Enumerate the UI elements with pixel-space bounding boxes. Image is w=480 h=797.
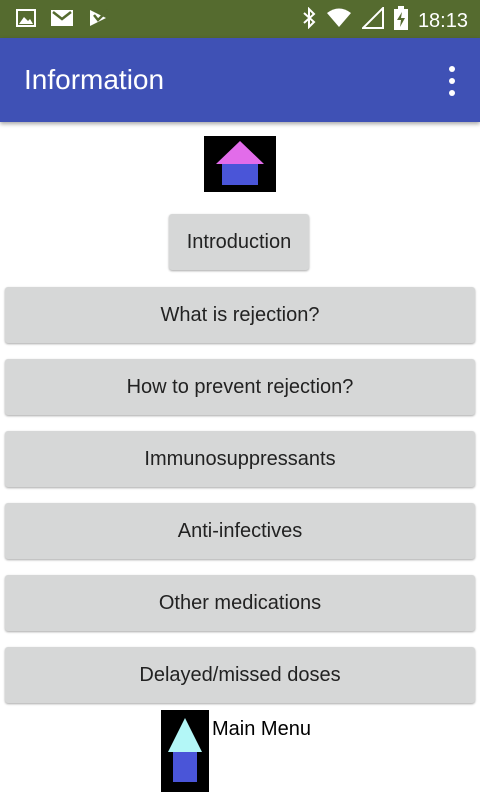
introduction-button-label: Introduction — [186, 230, 292, 253]
what-is-rejection-label: What is rejection? — [160, 303, 320, 326]
image-icon — [16, 8, 36, 33]
cell-signal-icon — [360, 5, 384, 34]
delayed-missed-doses-button[interactable]: Delayed/missed doses — [5, 647, 475, 703]
wifi-icon — [326, 7, 352, 34]
status-time: 18:13 — [417, 9, 468, 32]
other-medications-button[interactable]: Other medications — [5, 575, 475, 631]
up-arrow-icon[interactable] — [161, 710, 209, 792]
anti-infectives-button[interactable]: Anti-infectives — [5, 503, 475, 559]
overflow-menu-icon[interactable] — [446, 66, 458, 96]
how-to-prevent-rejection-button[interactable]: How to prevent rejection? — [5, 359, 475, 415]
app-bar: Information — [0, 38, 480, 122]
what-is-rejection-button[interactable]: What is rejection? — [5, 287, 475, 343]
battery-charging-icon — [393, 6, 408, 35]
gmail-icon — [50, 8, 74, 33]
page-title: Information — [24, 64, 165, 95]
introduction-button[interactable]: Introduction — [169, 214, 309, 270]
anti-infectives-label: Anti-infectives — [177, 519, 303, 542]
home-icon[interactable] — [204, 136, 276, 192]
play-store-icon — [88, 8, 110, 33]
status-bar: 18:13 — [0, 0, 480, 38]
how-to-prevent-rejection-label: How to prevent rejection? — [126, 375, 354, 398]
immunosuppressants-label: Immunosuppressants — [144, 447, 336, 470]
bluetooth-icon — [302, 6, 316, 34]
status-right-icons: 18:13 — [302, 5, 468, 35]
main-menu-button[interactable]: Main Menu — [161, 710, 311, 792]
delayed-missed-doses-label: Delayed/missed doses — [139, 663, 341, 686]
main-menu-label[interactable]: Main Menu — [212, 718, 311, 740]
immunosuppressants-button[interactable]: Immunosuppressants — [5, 431, 475, 487]
other-medications-label: Other medications — [158, 591, 322, 614]
status-left-icons — [16, 8, 110, 33]
